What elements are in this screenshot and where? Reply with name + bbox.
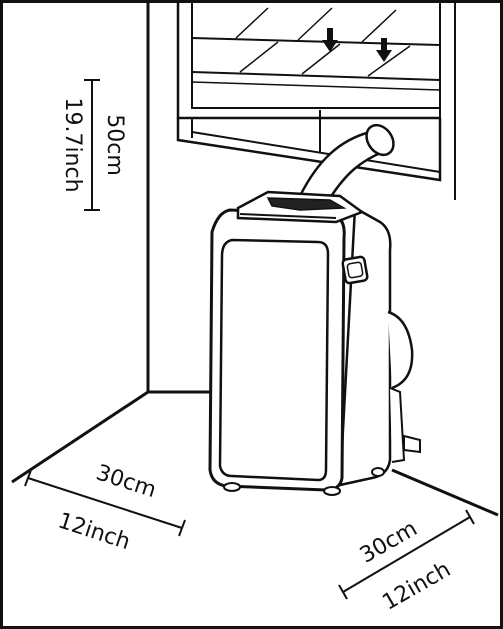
portable-ac-unit	[208, 190, 421, 496]
right-dimension-tick-1	[338, 584, 348, 600]
ac-feet	[223, 467, 385, 496]
right-cm-label: 30cm	[356, 516, 422, 568]
ac-drain-plug	[403, 434, 421, 454]
ac-rear-bulge	[387, 310, 414, 390]
vertical-dimension	[84, 79, 100, 211]
ac-foot-front-right	[323, 486, 341, 496]
floor-right-edge	[391, 468, 499, 517]
window	[176, 2, 441, 120]
ac-control-display	[266, 197, 347, 211]
down-arrow-icon-2-shaft	[381, 38, 387, 50]
left-cm-label: 30cm	[93, 460, 159, 503]
right-floor-dimension	[338, 509, 475, 600]
left-inch-label: 12inch	[55, 508, 133, 555]
glass-hatch-5	[301, 43, 341, 75]
left-floor-dimension	[24, 469, 186, 537]
right-dimension-tick-2	[465, 509, 475, 525]
ac-rear-lower	[389, 387, 406, 463]
window-frame-outer	[176, 2, 440, 120]
glass-hatch-3	[361, 9, 397, 43]
right-dimension-line	[342, 516, 471, 593]
floor-left-edge	[11, 390, 149, 484]
exhaust-hose	[298, 123, 395, 200]
window-kit-panel	[176, 110, 442, 182]
ac-foot-rear	[371, 467, 385, 477]
left-dimension-tick-2	[178, 519, 186, 537]
left-dimension-line	[27, 477, 183, 529]
window-slider-mid2	[191, 81, 441, 91]
glass-hatch-2	[297, 7, 333, 41]
down-arrow-icon-1-shaft	[327, 28, 333, 40]
ac-side-handle-inner	[346, 261, 364, 279]
ac-front-panel	[218, 238, 330, 482]
window-kit-inner	[191, 131, 441, 173]
vertical-cm-label: 50cm	[102, 114, 127, 176]
glass-hatch-4	[239, 41, 279, 73]
window-kit-outer	[176, 118, 442, 182]
room-outline	[11, 2, 499, 517]
hose-end	[365, 123, 395, 157]
window-slider-top	[191, 37, 441, 46]
ac-side-panel	[338, 205, 392, 487]
window-slider-mid	[191, 71, 441, 81]
ac-side-handle	[341, 255, 369, 285]
ac-top-edge	[239, 213, 337, 219]
vertical-inch-label: 19.7inch	[60, 97, 85, 192]
glass-hatch-6	[367, 45, 411, 77]
ac-foot-front-left	[223, 482, 241, 492]
right-inch-label: 12inch	[378, 557, 455, 616]
left-dimension-tick-1	[24, 469, 32, 487]
window-frame-inner	[191, 2, 440, 109]
down-arrow-icon-1-head	[322, 40, 338, 52]
down-arrow-icon	[322, 28, 392, 62]
down-arrow-icon-2-head	[376, 50, 392, 62]
glass-hatch-1	[235, 7, 269, 39]
